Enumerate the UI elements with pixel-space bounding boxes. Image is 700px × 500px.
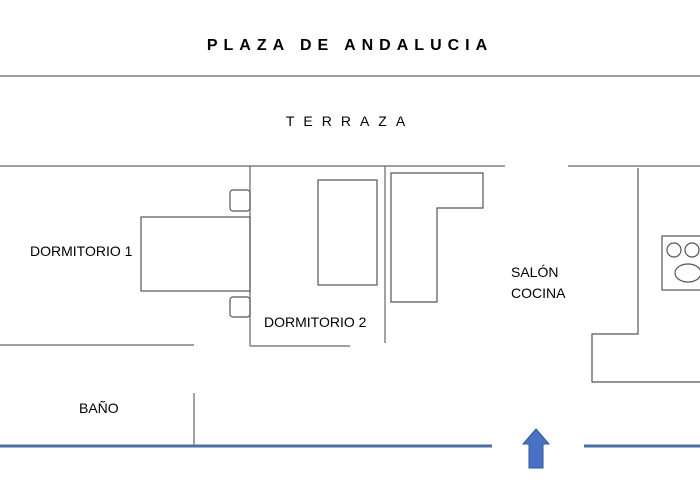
bed-bedroom2 — [317, 179, 378, 286]
sofa-l-shape — [390, 172, 484, 303]
room-label-kitchen: COCINA — [511, 285, 566, 301]
room-label-bedroom1: DORMITORIO 1 — [30, 243, 133, 259]
kitchen-counter — [591, 168, 700, 383]
stove-icon — [661, 235, 700, 291]
nightstand-top — [229, 189, 251, 212]
room-label-bedroom2: DORMITORIO 2 — [264, 314, 367, 330]
nightstand-bottom — [229, 296, 251, 318]
room-label-bathroom: BAÑO — [79, 400, 119, 416]
plan-title: PLAZA DE ANDALUCIA — [206, 37, 494, 54]
terrace-label: TERRAZA — [285, 113, 415, 129]
arrow-up-icon — [521, 428, 551, 469]
room-label-living: SALÓN — [511, 264, 559, 280]
bed-bedroom1 — [140, 216, 251, 292]
